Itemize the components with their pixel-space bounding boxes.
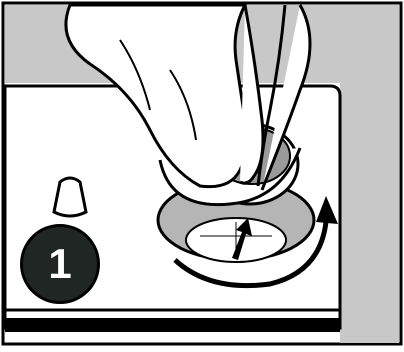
tablet-icon: [54, 178, 86, 216]
step-number-badge: 1: [20, 224, 100, 304]
